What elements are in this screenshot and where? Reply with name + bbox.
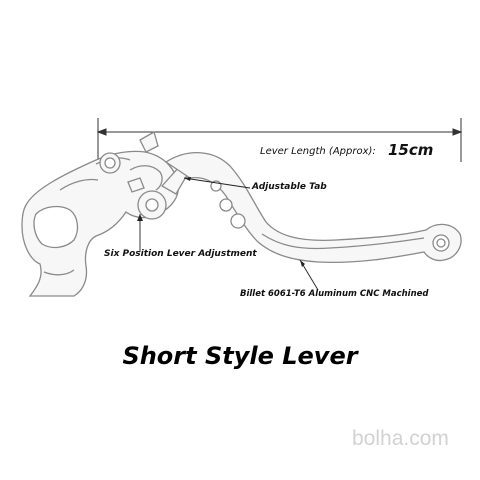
lever-length-value: 15cm [388, 141, 434, 159]
six-position-label: Six Position Lever Adjustment [104, 249, 257, 259]
product-title: Short Style Lever [122, 342, 358, 370]
material-label: Billet 6061-T6 Aluminum CNC Machined [240, 289, 429, 299]
pivot-parts [99, 152, 167, 220]
lever-blade [164, 151, 462, 264]
dimension-line [96, 118, 463, 162]
callout-lines [137, 177, 319, 291]
lever-length-label: Lever Length (Approx): [260, 146, 376, 157]
adjustable-tab-label: Adjustable Tab [252, 182, 327, 192]
watermark: bolha.com [352, 427, 449, 450]
